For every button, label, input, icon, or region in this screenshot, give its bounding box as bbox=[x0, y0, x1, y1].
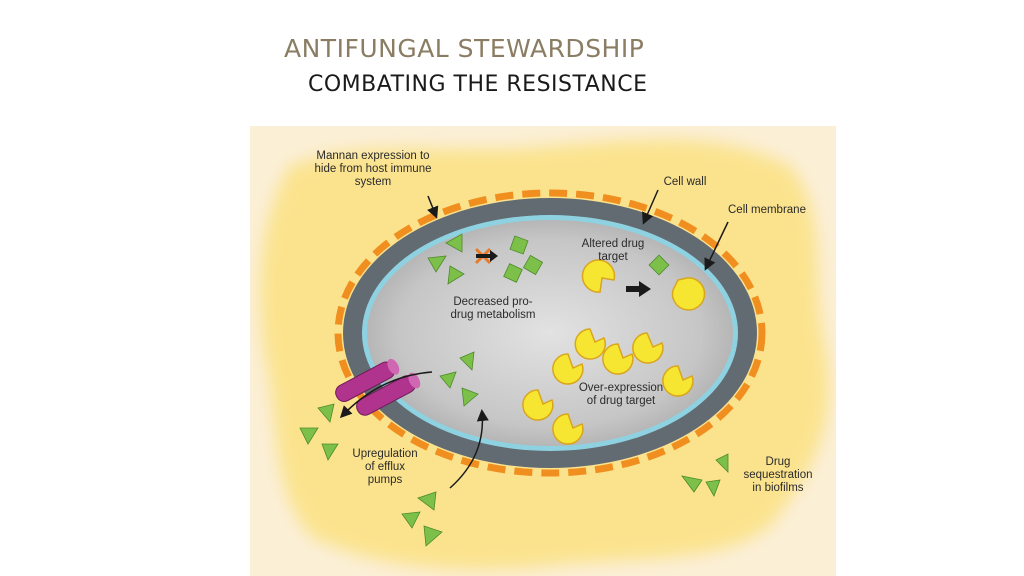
drug-target bbox=[671, 277, 706, 311]
drug-target bbox=[662, 365, 694, 397]
drug-target bbox=[552, 353, 584, 385]
drug-molecule bbox=[445, 233, 463, 253]
drug-target bbox=[522, 389, 554, 421]
drug-molecule bbox=[648, 254, 670, 276]
drug-molecule bbox=[715, 453, 729, 473]
drug-molecule bbox=[417, 491, 437, 511]
drug-molecule bbox=[401, 511, 421, 529]
resistance-diagram: Mannan expression to hide from host immu… bbox=[250, 126, 836, 576]
blocked-metabolism-icon bbox=[474, 247, 498, 265]
drug-targets bbox=[522, 259, 706, 445]
drug-molecule bbox=[299, 427, 319, 445]
drug-molecule bbox=[681, 475, 703, 493]
drug-molecule bbox=[447, 265, 465, 285]
drug-molecule bbox=[461, 387, 479, 407]
cell-wall-label: Cell wall bbox=[663, 176, 707, 188]
drug-target bbox=[574, 328, 606, 360]
decreased-prodrug-label: Decreased pro- drug metabolism bbox=[450, 296, 536, 321]
altered-target-label: Altered drug target bbox=[581, 238, 645, 263]
efflux-out-arrow bbox=[339, 371, 433, 419]
overexpression-label: Over-expression of drug target bbox=[578, 382, 664, 407]
mannan-label: Mannan expression to hide from host immu… bbox=[314, 150, 432, 188]
drug-molecule bbox=[321, 443, 339, 461]
drug-molecule bbox=[503, 263, 523, 283]
drug-molecule bbox=[522, 254, 544, 276]
drug-molecule bbox=[705, 479, 721, 497]
sequestration-label: Drug sequestration in biofilms bbox=[743, 456, 813, 494]
cell-membrane-label: Cell membrane bbox=[728, 204, 806, 216]
drug-molecule bbox=[317, 403, 335, 423]
uptake-arrow bbox=[449, 409, 489, 489]
mannan-pointer bbox=[427, 195, 439, 219]
cell-membrane-pointer bbox=[704, 221, 729, 271]
cell-wall-pointer bbox=[642, 189, 659, 225]
drug-target bbox=[552, 413, 584, 445]
efflux-drugs bbox=[299, 351, 729, 547]
drug-molecule bbox=[423, 525, 443, 547]
right-arrow-icon bbox=[626, 281, 651, 297]
drug-molecule bbox=[459, 351, 475, 371]
drug-molecule bbox=[439, 371, 457, 389]
cell-illustration bbox=[250, 126, 836, 576]
slide-title: ANTIFUNGAL STEWARDSHIP bbox=[284, 34, 645, 63]
efflux-label: Upregulation of efflux pumps bbox=[352, 448, 418, 486]
drug-target bbox=[581, 259, 616, 293]
drug-molecule bbox=[427, 255, 447, 273]
efflux-pump bbox=[335, 358, 421, 416]
drug-molecule bbox=[509, 235, 529, 255]
drug-target bbox=[632, 332, 664, 364]
mannan-layer bbox=[334, 189, 766, 477]
slide-subtitle: COMBATING THE RESISTANCE bbox=[308, 72, 648, 97]
drug-target bbox=[602, 343, 634, 375]
